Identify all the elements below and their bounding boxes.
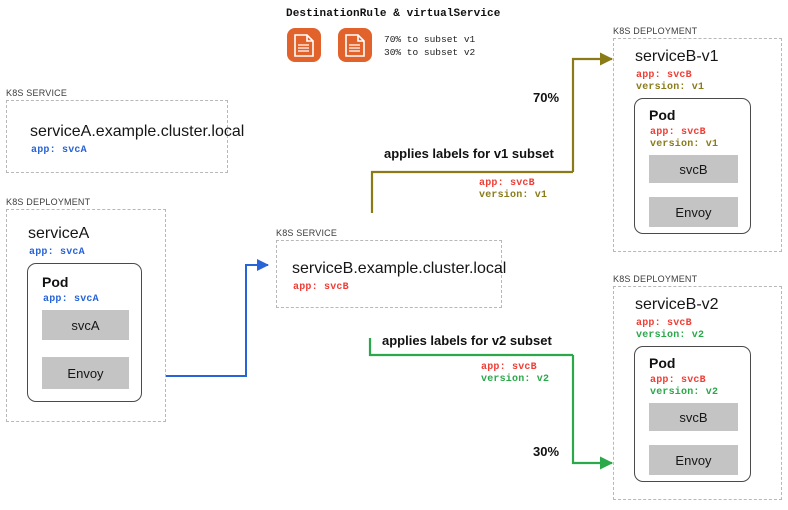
edge-v2-app-label: app: svcB: [481, 362, 537, 373]
traffic-split-text: 70% to subset v1 30% to subset v2: [384, 34, 476, 58]
service-a-title: serviceA.example.cluster.local: [30, 123, 245, 140]
deployment-b-v2-title: serviceB-v2: [635, 296, 719, 313]
pod-title: Pod: [649, 107, 676, 123]
container-envoy: Envoy: [42, 357, 129, 389]
pod-version-label: version: v1: [650, 139, 719, 150]
group-k8s-deployment-b-v1: K8S DEPLOYMENT serviceB-v1 app: svcB ver…: [613, 26, 782, 252]
header-title: DestinationRule & virtualService: [286, 8, 501, 20]
deployment-b-v1-version-label: version: v1: [636, 82, 705, 93]
deployment-b-v2-version-label: version: v2: [636, 330, 705, 341]
deployment-b-v2-app-label: app: svcB: [636, 318, 692, 329]
group-k8s-deployment-a: K8S DEPLOYMENT serviceA app: svcA Pod ap…: [6, 197, 166, 422]
service-a-app-label: app: svcA: [31, 145, 87, 156]
pod-title: Pod: [42, 274, 69, 290]
pod-title: Pod: [649, 355, 676, 371]
service-b-title: serviceB.example.cluster.local: [292, 260, 507, 277]
group-k8s-deployment-b-v2: K8S DEPLOYMENT serviceB-v2 app: svcB ver…: [613, 274, 782, 500]
edge-v1-app-label: app: svcB: [479, 178, 535, 189]
group-k8s-service-a: K8S SERVICE serviceA.example.cluster.loc…: [6, 88, 244, 173]
container-envoy: Envoy: [649, 445, 738, 475]
document-icon-right: [338, 28, 372, 62]
edge-v1-version-label: version: v1: [479, 190, 548, 201]
wire-v2-to-deployment: [571, 355, 614, 470]
pod-app-label: app: svcB: [650, 375, 706, 386]
deployment-b-v1-title: serviceB-v1: [635, 48, 719, 65]
edge-v2-percentage: 30%: [530, 444, 563, 459]
group-label-k8s-deployment-a: K8S DEPLOYMENT: [6, 197, 91, 207]
pod-card-service-b-v1: Pod app: svcB version: v1 svcB Envoy: [634, 98, 751, 234]
deployment-a-app-label: app: svcA: [29, 247, 85, 258]
group-label-k8s-deployment-b-v1: K8S DEPLOYMENT: [613, 26, 698, 36]
group-label-k8s-service-a: K8S SERVICE: [6, 88, 68, 98]
edge-v1-percentage: 70%: [530, 90, 563, 105]
group-box-k8s-service-b: [276, 240, 502, 308]
container-svcb: svcB: [649, 403, 738, 431]
pod-card-service-b-v2: Pod app: svcB version: v2 svcB Envoy: [634, 346, 751, 482]
container-svcb: svcB: [649, 155, 738, 183]
deployment-a-title: serviceA: [28, 225, 90, 242]
document-glyph: [345, 34, 365, 57]
service-b-app-label: app: svcB: [293, 282, 349, 293]
group-k8s-service-b: K8S SERVICE serviceB.example.cluster.loc…: [276, 228, 506, 308]
pod-version-label: version: v2: [650, 387, 719, 398]
deployment-b-v1-app-label: app: svcB: [636, 70, 692, 81]
pod-app-label: app: svcA: [43, 294, 99, 305]
edge-v2-version-label: version: v2: [481, 374, 550, 385]
container-envoy: Envoy: [649, 197, 738, 227]
pod-card-service-a: Pod app: svcA svcA Envoy: [27, 263, 142, 402]
group-label-k8s-service-b: K8S SERVICE: [276, 228, 338, 238]
pod-app-label: app: svcB: [650, 127, 706, 138]
edge-label-v2-subset: applies labels for v2 subset: [378, 333, 556, 348]
edge-label-v1-subset: applies labels for v1 subset: [380, 146, 558, 161]
wire-v1-to-deployment: [571, 52, 614, 172]
document-glyph: [294, 34, 314, 57]
group-box-k8s-service-a: [6, 100, 228, 173]
group-label-k8s-deployment-b-v2: K8S DEPLOYMENT: [613, 274, 698, 284]
document-icon-left: [287, 28, 321, 62]
container-svca: svcA: [42, 310, 129, 340]
